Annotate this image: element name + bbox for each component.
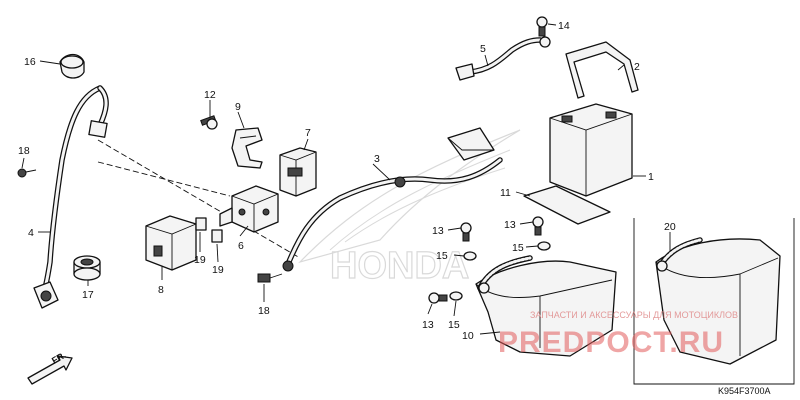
callout-15-right: 15	[512, 242, 524, 254]
part-20-battery-box-alt	[655, 237, 781, 365]
callout-10: 10	[462, 330, 474, 342]
front-direction-arrow: FR.	[27, 350, 73, 385]
callout-18-lower: 18	[258, 305, 270, 317]
part-15-washer-mid	[463, 251, 477, 261]
callout-12: 12	[204, 89, 216, 101]
callout-13-mid: 13	[432, 225, 444, 237]
part-14-bolt	[536, 16, 548, 37]
callout-5: 5	[480, 43, 486, 55]
diagram-code: K954F3700A	[718, 386, 771, 396]
part-13-bolt-upper	[532, 216, 544, 236]
callout-16: 16	[24, 56, 36, 68]
callout-8: 8	[158, 284, 164, 296]
part-18-screw-lower	[257, 273, 283, 283]
part-12-bolt	[200, 115, 218, 130]
callout-9: 9	[235, 101, 241, 113]
honda-watermark-text: HONDA	[330, 245, 469, 287]
part-18-screw-left	[17, 168, 37, 178]
part-19-fuse-a	[195, 217, 207, 231]
callout-3: 3	[374, 153, 380, 165]
honda-wing-watermark: HONDA	[298, 129, 521, 288]
leader-lines	[21, 23, 671, 335]
callout-13-lower: 13	[422, 319, 434, 331]
part-19-fuse-b	[211, 229, 223, 243]
part-6-starter-relay	[219, 185, 279, 233]
part-11-rubber-pad	[523, 185, 611, 225]
callout-20: 20	[664, 221, 676, 233]
part-2-battery-band	[565, 41, 639, 99]
part-13-bolt-mid	[460, 222, 472, 242]
callout-19-left: 19	[194, 254, 206, 266]
callout-14: 14	[558, 20, 570, 32]
callout-11: 11	[500, 187, 511, 199]
part-4-wire-harness	[33, 85, 109, 309]
callout-17: 17	[82, 289, 94, 301]
callout-7: 7	[305, 127, 311, 139]
callout-18-upper: 18	[18, 145, 30, 157]
part-9-bracket	[231, 127, 263, 169]
callout-15-lower: 15	[448, 319, 460, 331]
dashed-guide-2	[97, 161, 231, 197]
dashed-guide-1	[97, 139, 301, 259]
part-16-clamp	[59, 53, 85, 79]
callout-2: 2	[634, 61, 640, 73]
part-13-bolt-lower	[428, 292, 448, 304]
part-3-battery-cable	[282, 127, 503, 272]
part-8-fuse-box	[145, 215, 197, 271]
part-7-relay-cover	[279, 147, 317, 197]
inset-frame	[633, 218, 795, 385]
part-10-battery-box	[475, 255, 617, 357]
part-5-negative-cable	[455, 36, 551, 81]
part-17-grommet	[73, 255, 101, 281]
part-1-battery	[549, 103, 633, 197]
callout-6: 6	[238, 240, 244, 252]
watermark-site: PREDPOCT.RU	[498, 326, 724, 359]
callout-1: 1	[648, 171, 654, 183]
watermark-tagline: ЗАПЧАСТИ И АКСЕССУАРЫ ДЛЯ МОТОЦИКЛОВ	[530, 310, 738, 320]
callout-15-mid: 15	[436, 250, 448, 262]
callout-4: 4	[28, 227, 34, 239]
part-15-washer-right	[537, 241, 551, 251]
part-15-washer-lower	[449, 291, 463, 301]
callout-13-upper: 13	[504, 219, 516, 231]
callout-19-right: 19	[212, 264, 224, 276]
